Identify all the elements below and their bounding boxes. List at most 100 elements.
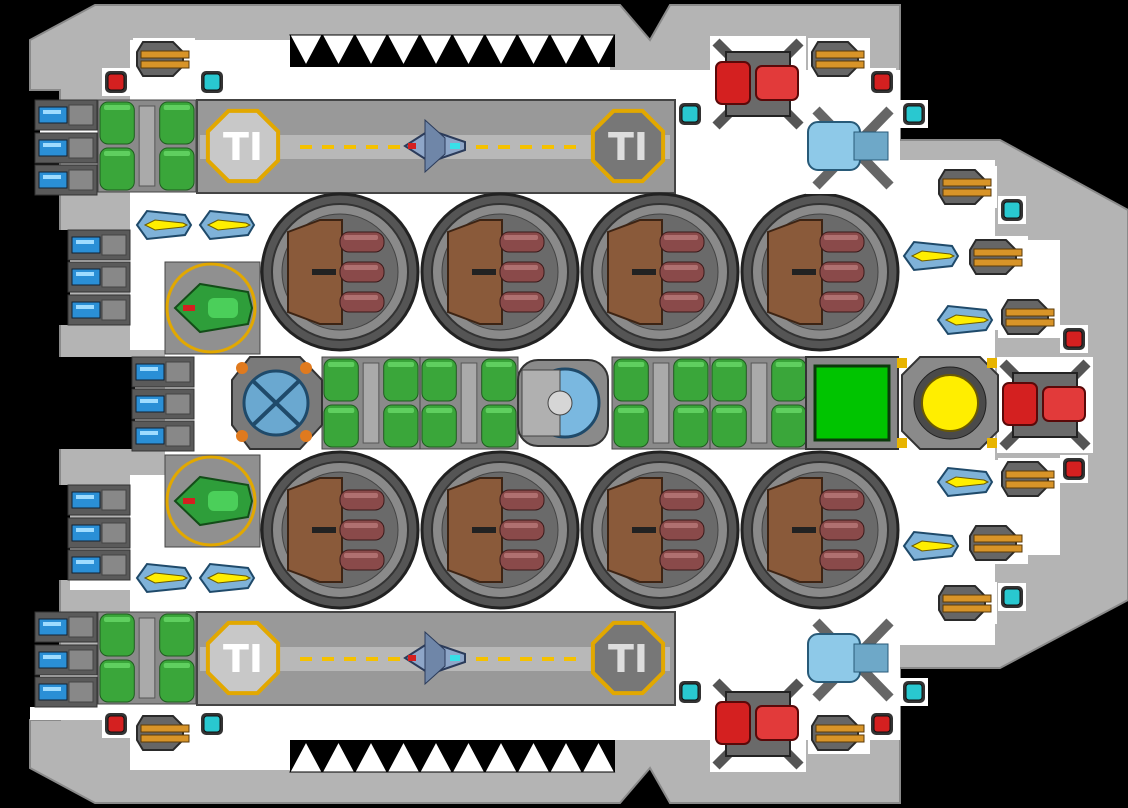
fuel-tank-center-3[interactable] xyxy=(611,356,711,450)
thruster-icon[interactable] xyxy=(131,420,195,452)
cannon-icon[interactable] xyxy=(935,582,997,624)
module-core-left xyxy=(715,61,751,105)
fighter-craft-icon[interactable] xyxy=(403,630,466,686)
missile-pod-icon[interactable] xyxy=(133,558,193,598)
missile-pod-icon[interactable] xyxy=(934,300,994,340)
cyan-indicator-icon[interactable] xyxy=(998,583,1026,611)
fuel-tank-icon xyxy=(481,358,517,402)
shield-emitter xyxy=(807,633,861,683)
missile-silo-icon[interactable] xyxy=(420,192,580,352)
thruster-nozzle xyxy=(38,139,68,157)
missile-pod-icon[interactable] xyxy=(196,558,256,598)
missile-pod-icon[interactable] xyxy=(900,526,960,566)
fighter-launcher-icon[interactable] xyxy=(164,454,261,548)
thruster-icon[interactable] xyxy=(131,388,195,420)
cannon-icon[interactable] xyxy=(935,166,997,208)
thruster-nozzle xyxy=(38,651,68,669)
fighter-craft-icon[interactable] xyxy=(403,118,466,174)
gravity-drive-icon[interactable] xyxy=(231,356,323,450)
fuel-tank-center-2[interactable] xyxy=(419,356,519,450)
cannon-icon[interactable] xyxy=(998,458,1060,500)
thruster-icon[interactable] xyxy=(67,261,131,293)
hangar-bay-upper[interactable]: TI TI xyxy=(196,99,676,194)
runway-dash xyxy=(476,145,488,149)
missile-pod-icon[interactable] xyxy=(934,462,994,502)
fuel-tank-icon xyxy=(711,358,747,402)
tank-highlight xyxy=(104,617,131,622)
shield-generator-icon[interactable] xyxy=(806,102,898,194)
landing-pad-icon[interactable]: TI xyxy=(590,108,666,184)
missile-silo-icon[interactable] xyxy=(260,450,420,610)
shield-generator-icon[interactable] xyxy=(806,614,898,706)
gun-mount xyxy=(938,585,986,621)
missile-silo-icon[interactable] xyxy=(740,450,900,610)
missile-pod-icon[interactable] xyxy=(133,205,193,245)
thruster-icon[interactable] xyxy=(34,644,98,676)
indicator-light xyxy=(1003,588,1021,606)
missile-silo-icon[interactable] xyxy=(580,192,740,352)
thruster-icon[interactable] xyxy=(34,611,98,643)
fuel-tank-upper-left[interactable] xyxy=(97,99,197,193)
cyan-indicator-icon[interactable] xyxy=(676,100,704,128)
cannon-icon[interactable] xyxy=(808,712,870,754)
hangar-bay-lower[interactable]: TI TI xyxy=(196,611,676,706)
thruster-icon[interactable] xyxy=(34,676,98,708)
red-indicator-icon[interactable] xyxy=(1060,455,1088,483)
thruster-icon[interactable] xyxy=(67,517,131,549)
cannon-icon[interactable] xyxy=(998,296,1060,338)
red-heavy-module-icon[interactable] xyxy=(997,357,1093,453)
red-indicator-icon[interactable] xyxy=(868,710,896,738)
thruster-glow xyxy=(76,305,94,309)
cyan-indicator-icon[interactable] xyxy=(900,678,928,706)
cannon-icon[interactable] xyxy=(808,38,870,80)
fuel-tank-lower-left[interactable] xyxy=(97,611,197,705)
red-indicator-icon[interactable] xyxy=(868,68,896,96)
computer-console-icon[interactable] xyxy=(805,356,899,450)
missile-pod-icon[interactable] xyxy=(900,236,960,276)
thruster-icon[interactable] xyxy=(67,229,131,261)
indicator-light xyxy=(107,715,125,733)
cyan-indicator-icon[interactable] xyxy=(900,100,928,128)
fighter-launcher-icon[interactable] xyxy=(164,261,261,355)
gun-barrel xyxy=(140,60,190,69)
cyan-indicator-icon[interactable] xyxy=(676,678,704,706)
missile-silo-icon[interactable] xyxy=(580,450,740,610)
thruster-glow xyxy=(76,528,94,532)
cannon-icon[interactable] xyxy=(966,236,1028,278)
fuel-tank-center-4[interactable] xyxy=(709,356,809,450)
missile-silo-icon[interactable] xyxy=(420,450,580,610)
thruster-icon[interactable] xyxy=(67,484,131,516)
landing-pad-ring xyxy=(590,108,666,184)
reactor-dome-icon[interactable] xyxy=(517,359,609,447)
indicator-light xyxy=(905,105,923,123)
thruster-icon[interactable] xyxy=(67,294,131,326)
red-indicator-icon[interactable] xyxy=(102,710,130,738)
thruster-icon[interactable] xyxy=(34,164,98,196)
cyan-indicator-icon[interactable] xyxy=(198,68,226,96)
thruster-glow xyxy=(43,143,61,147)
thruster-icon[interactable] xyxy=(67,549,131,581)
gun-barrel xyxy=(815,734,865,743)
red-heavy-module-icon[interactable] xyxy=(710,36,806,132)
thruster-icon[interactable] xyxy=(34,132,98,164)
missile-silo-icon[interactable] xyxy=(740,192,900,352)
reactor-core-icon[interactable] xyxy=(897,356,999,450)
thruster-icon[interactable] xyxy=(34,99,98,131)
landing-pad-icon[interactable]: TI xyxy=(205,108,281,184)
thruster-icon[interactable] xyxy=(131,356,195,388)
fuel-tank-center-1[interactable] xyxy=(321,356,421,450)
red-indicator-icon[interactable] xyxy=(102,68,130,96)
cyan-indicator-icon[interactable] xyxy=(998,196,1026,224)
cannon-icon[interactable] xyxy=(133,38,195,80)
red-indicator-icon[interactable] xyxy=(1060,325,1088,353)
cannon-icon[interactable] xyxy=(966,522,1028,564)
red-heavy-module-icon[interactable] xyxy=(710,676,806,772)
cannon-icon[interactable] xyxy=(133,712,195,754)
runway-dash xyxy=(322,145,334,149)
landing-pad-icon[interactable]: TI xyxy=(590,620,666,696)
landing-pad-icon[interactable]: TI xyxy=(205,620,281,696)
missile-pod-icon[interactable] xyxy=(196,205,256,245)
cyan-indicator-icon[interactable] xyxy=(198,710,226,738)
drive-bolt xyxy=(236,362,248,374)
missile-silo-icon[interactable] xyxy=(260,192,420,352)
